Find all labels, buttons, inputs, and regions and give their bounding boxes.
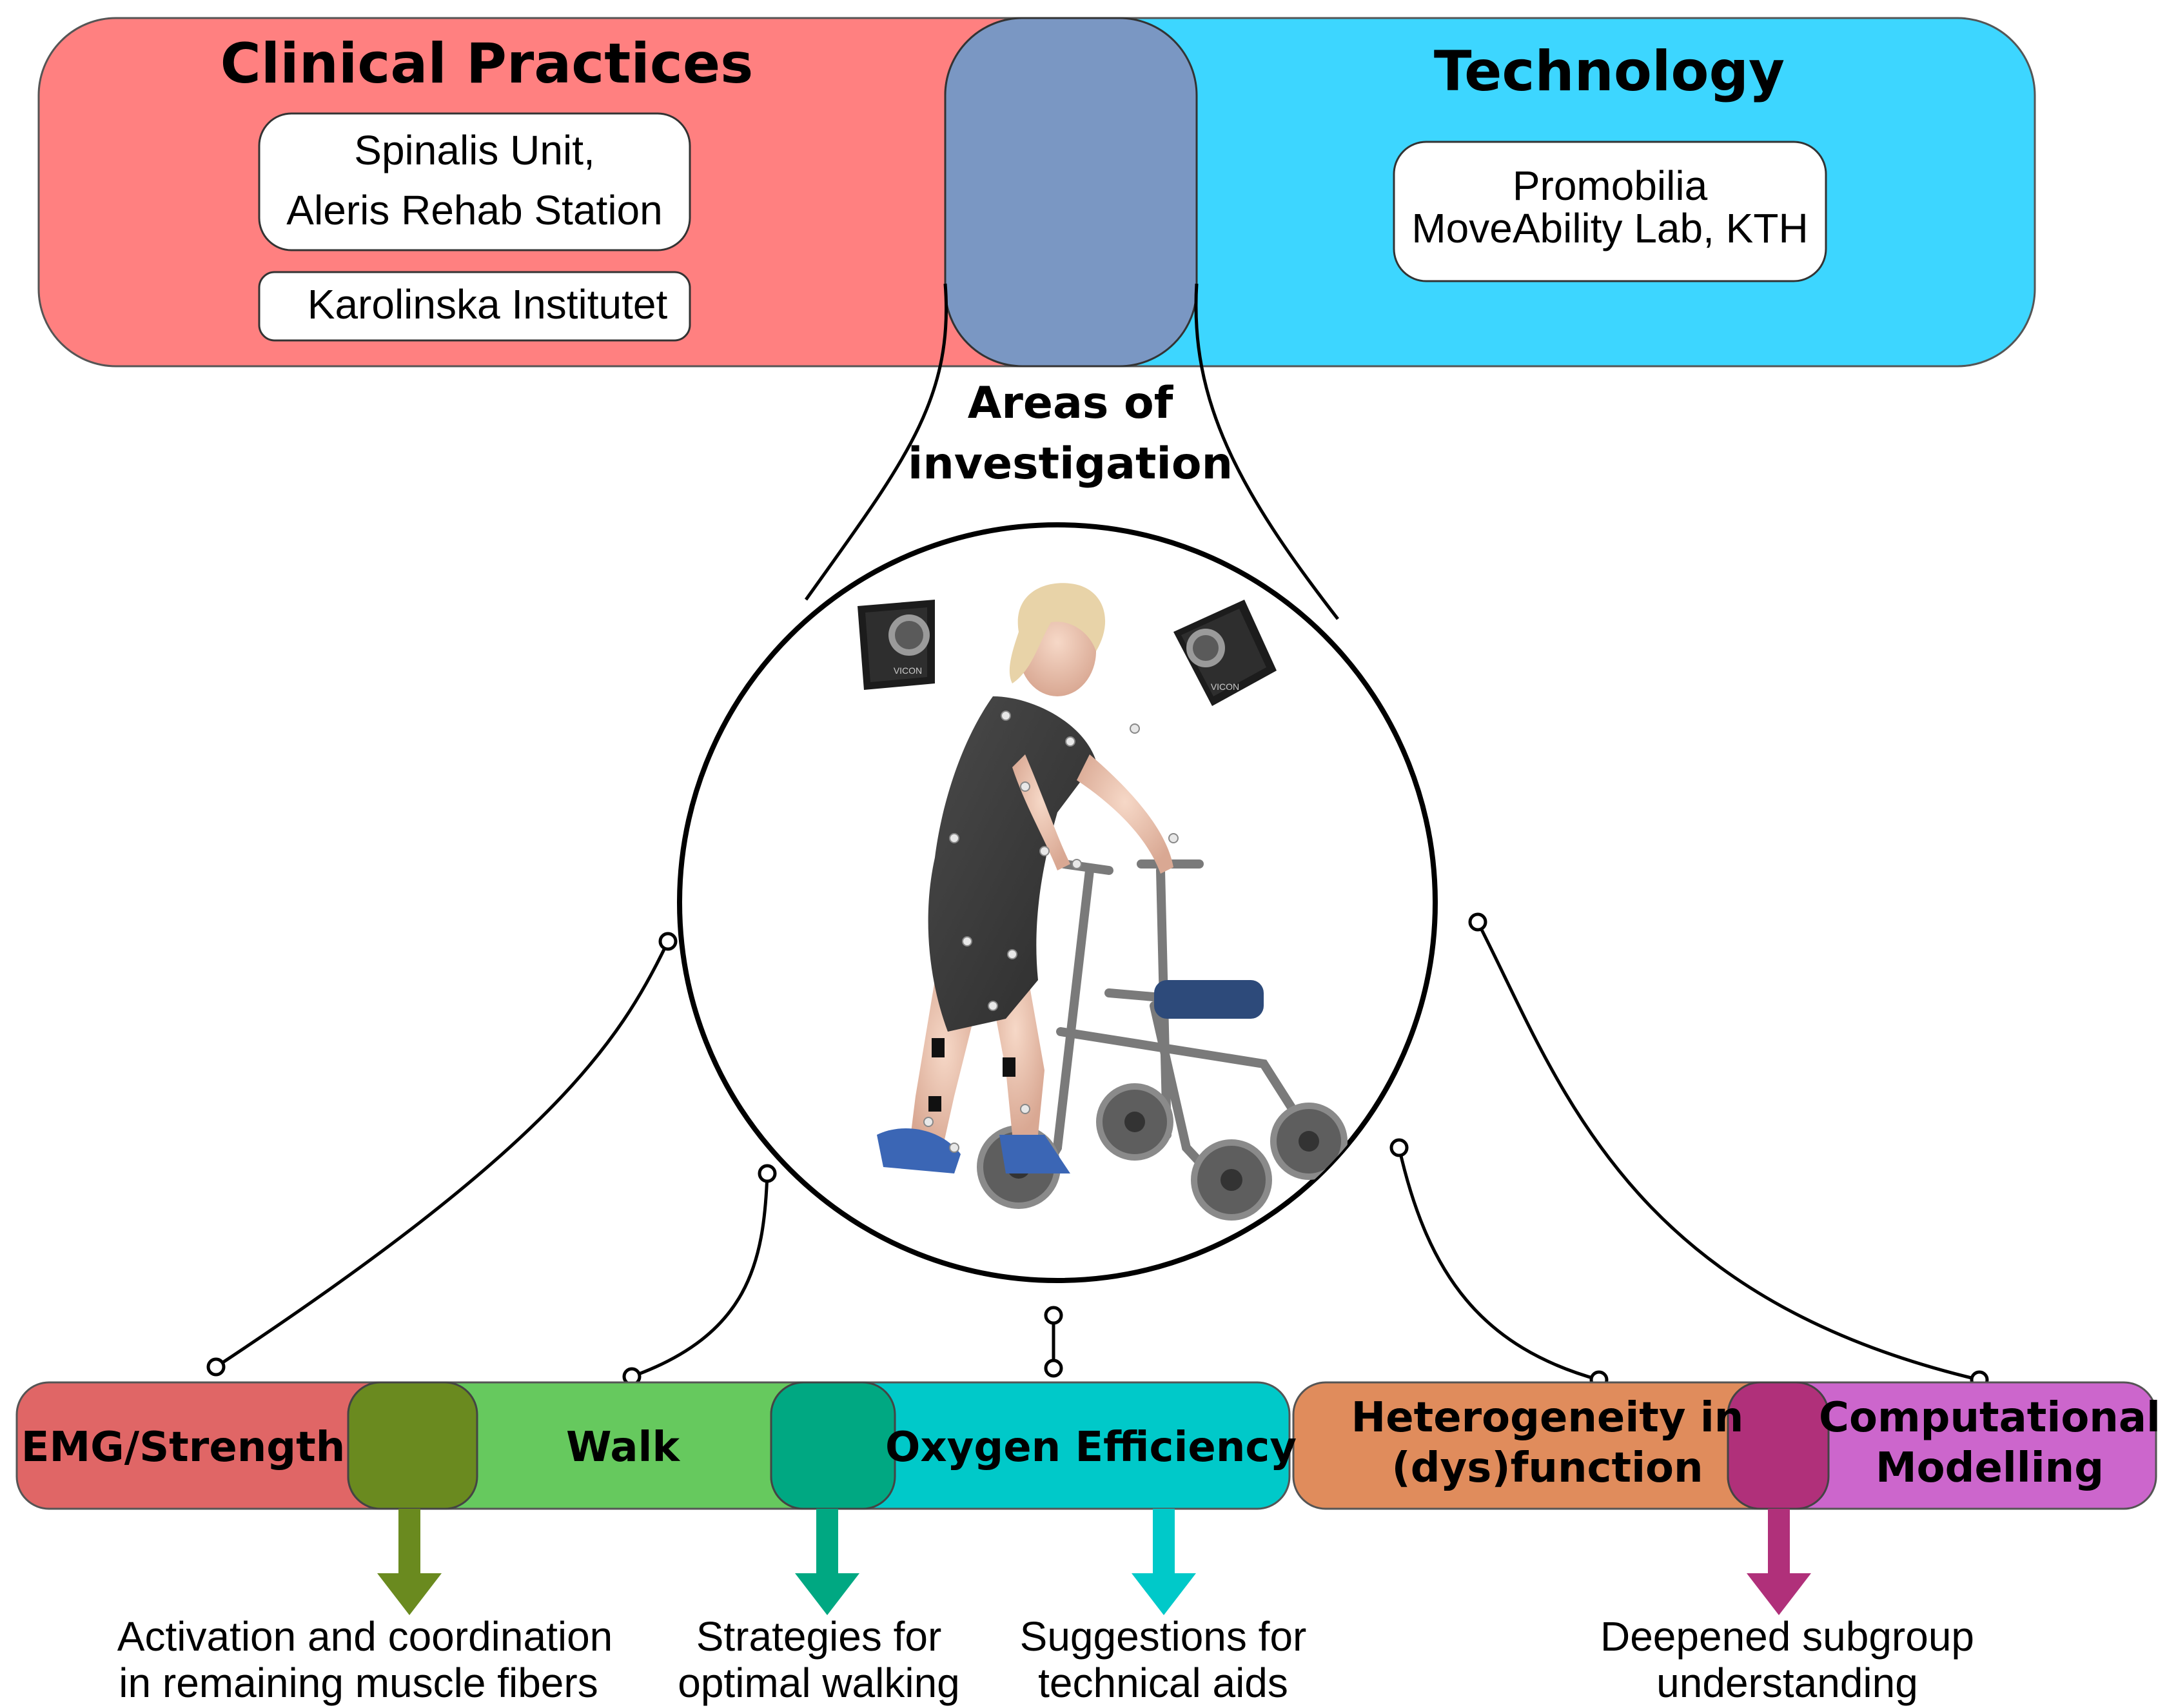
moveability-label: MoveAbility Lab, KTH xyxy=(1411,205,1808,251)
outcome-arrows xyxy=(377,1509,1811,1615)
patient-walker-illustration: VICON VICON xyxy=(858,583,1348,1221)
oxygen-efficiency-label: Oxygen Efficiency xyxy=(885,1424,1297,1471)
computational-label-line2: Modelling xyxy=(1876,1444,2104,1492)
arrow-down-icon xyxy=(1132,1509,1196,1615)
outcome-suggestions-line1: Suggestions for xyxy=(1020,1613,1307,1660)
motion-markers xyxy=(923,711,1179,1153)
outcome-suggestions-line2: technical aids xyxy=(1038,1660,1288,1706)
connector-emg xyxy=(215,940,670,1369)
spinalis-unit-label: Spinalis Unit, xyxy=(354,127,595,173)
camera-brand-left: VICON xyxy=(894,665,922,676)
walk-oxygen-overlap xyxy=(770,1381,896,1510)
arrow-down-icon xyxy=(795,1509,859,1615)
emg-walk-overlap xyxy=(347,1381,478,1510)
clinical-practices-title: Clinical Practices xyxy=(221,32,754,96)
arrow-down-icon xyxy=(377,1509,442,1615)
computational-label-line1: Computational xyxy=(1819,1394,2161,1442)
heterogeneity-label-line1: Heterogeneity in xyxy=(1351,1394,1744,1442)
promobilia-kth-box xyxy=(1393,141,1827,282)
walker-seat xyxy=(1154,980,1264,1019)
motion-capture-camera-icon: VICON xyxy=(858,600,935,690)
motion-capture-camera-icon: VICON xyxy=(1173,600,1277,706)
connector-hetero xyxy=(1397,1147,1600,1382)
technology-title: Technology xyxy=(1434,39,1785,104)
spinalis-aleris-box xyxy=(258,112,691,251)
funnel-line-left xyxy=(804,283,948,601)
areas-of-investigation-line2: investigation xyxy=(908,438,1233,489)
promobilia-label: Promobilia xyxy=(1513,162,1708,209)
connector-walk xyxy=(631,1173,769,1379)
areas-of-investigation-line1: Areas of xyxy=(968,378,1174,429)
outcome-subgroup-line2: understanding xyxy=(1656,1660,1918,1706)
funnel-lines xyxy=(804,283,1339,620)
karolinska-label: Karolinska Institutet xyxy=(308,281,668,328)
connector-comp xyxy=(1476,921,1980,1382)
camera-brand-right: VICON xyxy=(1211,682,1239,692)
walk-label: Walk xyxy=(566,1424,680,1471)
outcome-activation-line1: Activation and coordination xyxy=(117,1613,613,1660)
connector-lines xyxy=(215,921,1980,1382)
connector-nodes xyxy=(206,912,1989,1389)
heterogeneity-label-line2: (dys)function xyxy=(1391,1444,1703,1492)
funnel-line-right xyxy=(1194,283,1339,620)
outcome-subgroup-line1: Deepened subgroup xyxy=(1600,1613,1974,1660)
outcome-activation-line2: in remaining muscle fibers xyxy=(119,1660,598,1706)
arrow-down-icon xyxy=(1747,1509,1811,1615)
aleris-rehab-label: Aleris Rehab Station xyxy=(286,187,662,233)
karolinska-box xyxy=(258,271,691,342)
emg-strength-label: EMG/Strength xyxy=(21,1424,346,1471)
domains-overlap xyxy=(944,17,1198,368)
outcomes: Activation and coordination in remaining… xyxy=(117,1613,1974,1706)
domains-bar: Clinical Practices Spinalis Unit, Aleris… xyxy=(37,17,2036,368)
investigation-areas-bar: EMG/Strength Walk Oxygen Efficiency Hete… xyxy=(15,1381,2161,1510)
investigation-circle xyxy=(677,522,1438,1283)
outcome-strategies-line2: optimal walking xyxy=(678,1660,960,1706)
outcome-strategies-line1: Strategies for xyxy=(696,1613,942,1660)
